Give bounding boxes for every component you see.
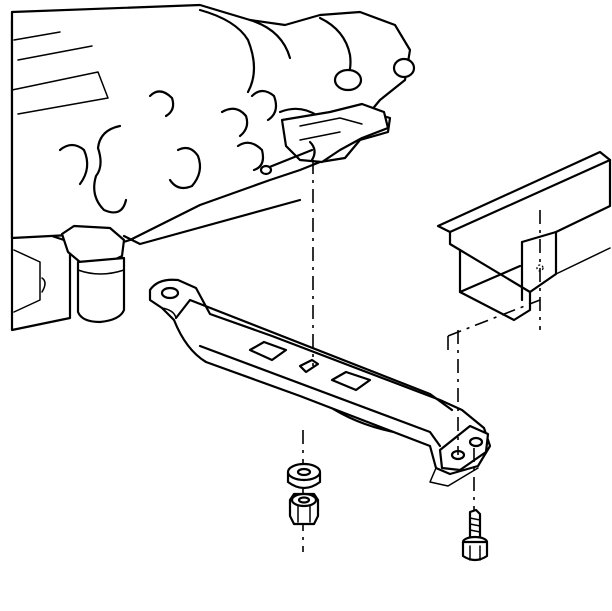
alignment-centerlines	[302, 160, 541, 552]
washer	[286, 462, 322, 490]
transmission-support-crossmember	[148, 278, 492, 487]
nut	[288, 492, 320, 526]
bolt	[461, 508, 489, 562]
transmission-assembly	[10, 3, 416, 332]
frame-rail	[436, 150, 612, 322]
